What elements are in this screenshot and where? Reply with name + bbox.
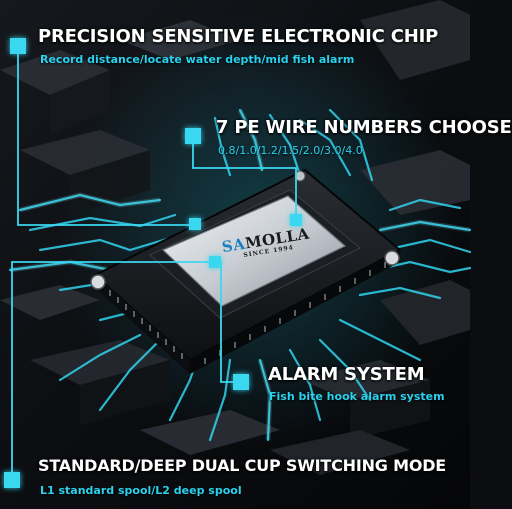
chip-point-marker-1 <box>189 218 201 230</box>
chip-package <box>90 168 402 374</box>
feature-title-chip: PRECISION SENSITIVE ELECTRONIC CHIP <box>38 26 439 47</box>
background-blocks <box>0 0 470 475</box>
feature-title-spool: STANDARD/DEEP DUAL CUP SWITCHING MODE <box>38 456 447 475</box>
chip-point-marker-3 <box>209 256 221 268</box>
feature-title-alarm: ALARM SYSTEM <box>268 364 425 385</box>
callout-marker-chip <box>10 38 26 54</box>
callout-lines <box>11 48 297 480</box>
chip-point-marker-2 <box>290 214 302 226</box>
callout-marker-alarm <box>233 374 249 390</box>
callout-marker-pe-wire <box>185 128 201 144</box>
circuit-board-graphic <box>0 0 472 480</box>
circuit-traces-glow <box>9 108 471 441</box>
feature-subtitle-spool: L1 standard spool/L2 deep spool <box>40 484 242 497</box>
feature-subtitle-chip: Record distance/locate water depth/mid f… <box>40 53 355 66</box>
feature-title-pe-wire: 7 PE WIRE NUMBERS CHOOSE <box>216 117 512 138</box>
feature-subtitle-alarm: Fish bite hook alarm system <box>269 390 445 403</box>
feature-subtitle-pe-wire: 0.8/1.0/1.2/1.5/2.0/3.0/4.0 <box>218 144 363 157</box>
callout-marker-spool <box>4 472 20 488</box>
